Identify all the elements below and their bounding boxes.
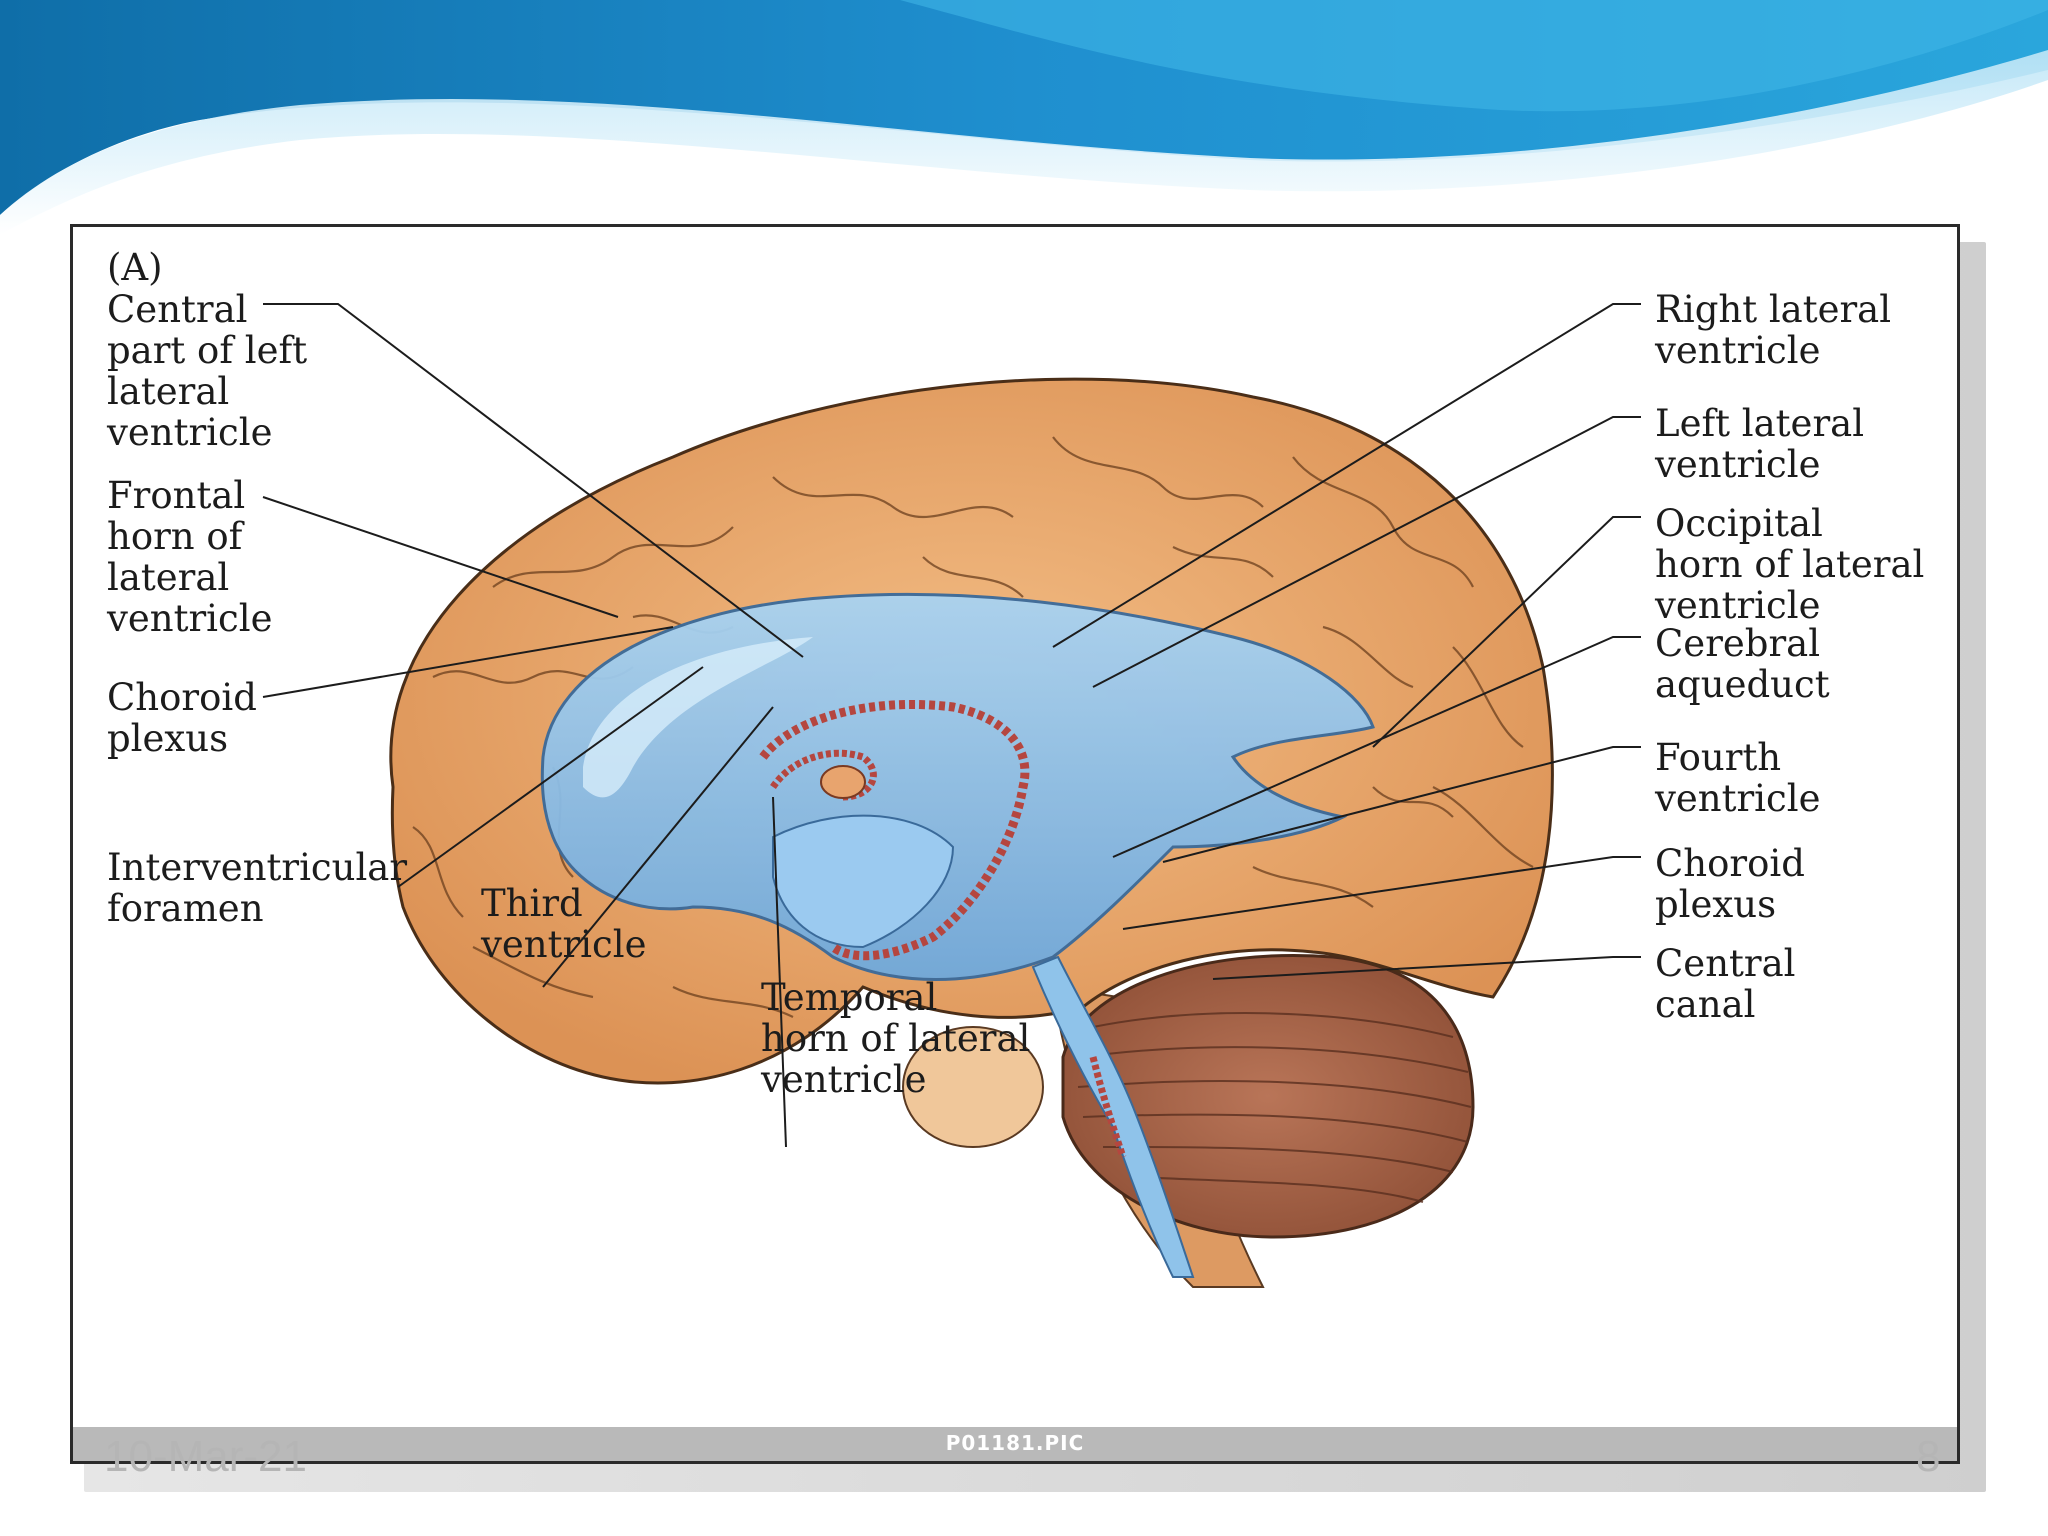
leader-lines xyxy=(262,303,1641,1148)
label-choroid-plexus-left: Choroid plexus xyxy=(107,676,257,760)
third-ventricle-shape xyxy=(772,814,955,949)
label-cerebral-aqueduct: Cerebral aqueduct xyxy=(1655,622,1830,706)
slide-number: 8 xyxy=(1916,1432,1941,1481)
label-third-ventricle: Third ventricle xyxy=(481,882,647,966)
image-caption-bar: P01181.PIC xyxy=(73,1427,1957,1461)
aqueduct-shape xyxy=(1031,955,1195,1278)
cerebellum xyxy=(1061,953,1475,1239)
choroid-plexus-strand xyxy=(759,700,1030,961)
label-occipital-horn: Occipital horn of lateral ventricle xyxy=(1655,502,1925,627)
foramen-knob xyxy=(820,765,866,799)
image-code: P01181.PIC xyxy=(945,1431,1085,1455)
brain-ventricles-figure: (A) Central part of left lateral ventric… xyxy=(70,224,1960,1464)
header-wave-banner xyxy=(0,0,2048,235)
panel-label: (A) xyxy=(107,246,163,289)
slide-date: 10-Mar-21 xyxy=(104,1432,307,1481)
label-choroid-plexus-right: Choroid plexus xyxy=(1655,842,1805,926)
label-right-lateral-ventricle: Right lateral ventricle xyxy=(1655,288,1892,372)
brain-illustration xyxy=(262,303,1641,1288)
label-frontal-horn: Frontal horn of lateral ventricle xyxy=(107,474,273,640)
pituitary-region xyxy=(902,1026,1044,1148)
frontal-horn-highlight xyxy=(583,637,813,798)
label-temporal-horn: Temporal horn of lateral ventricle xyxy=(761,976,1031,1101)
choroid-plexus-fourth xyxy=(1089,1056,1127,1159)
label-interventricular-foramen: Interventricular foramen xyxy=(107,846,408,930)
label-central-part-left-lateral-ventricle: Central part of left lateral ventricle xyxy=(107,288,308,454)
label-central-canal: Central canal xyxy=(1655,942,1796,1026)
label-fourth-ventricle: Fourth ventricle xyxy=(1655,736,1821,820)
label-left-lateral-ventricle: Left lateral ventricle xyxy=(1655,402,1865,486)
